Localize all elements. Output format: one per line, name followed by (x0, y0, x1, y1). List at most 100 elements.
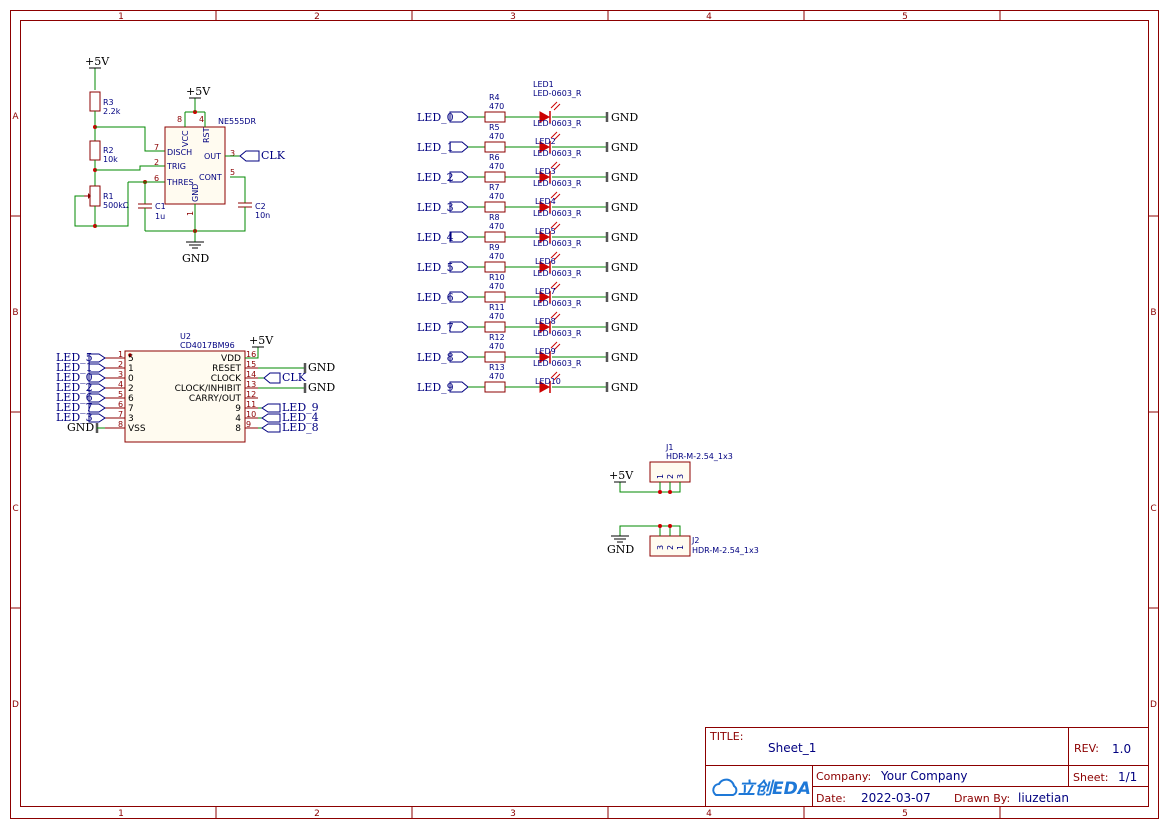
pin-name: RESET (212, 364, 241, 374)
col-label-top: 3 (510, 12, 516, 22)
net-label: LED_4 (282, 411, 319, 424)
gnd-label: GND (611, 171, 638, 184)
gnd-label: GND (308, 381, 335, 394)
gnd-label: GND (611, 351, 638, 364)
pin-trig: TRIG (166, 162, 186, 171)
resistor-ref: R10 (489, 273, 505, 282)
company-value: Your Company (880, 769, 968, 783)
gnd-label: GND (611, 261, 638, 274)
led-part: LED-0603_R (533, 89, 582, 98)
net-port (88, 393, 106, 403)
resistor (484, 381, 506, 393)
pin-name: 0 (128, 374, 134, 384)
r2-value: 10k (103, 155, 118, 164)
net-label: LED_2 (417, 171, 454, 184)
resistor-value: 470 (489, 102, 504, 111)
net-port (449, 141, 469, 153)
net-port (449, 321, 469, 333)
led-part: LED-0603_R (533, 239, 582, 248)
pin-number: 11 (246, 400, 256, 409)
led-part: LED-0603_R (533, 119, 582, 128)
net-port (449, 231, 469, 243)
net-port (261, 423, 281, 433)
net-label: LED_9 (282, 401, 319, 414)
net-port (449, 201, 469, 213)
c1-value: 1u (155, 212, 165, 221)
resistor-ref: R7 (489, 183, 500, 192)
led-diode (539, 351, 551, 363)
col-label-bottom: 5 (902, 809, 908, 819)
ic-ne555 (164, 126, 226, 205)
pin-name: VDD (221, 354, 241, 364)
gnd-label: GND (611, 291, 638, 304)
resistor (484, 231, 506, 243)
pin-gnd: GND (191, 184, 200, 202)
net-port (88, 413, 106, 423)
company-label: Company: (816, 770, 871, 783)
pinnum: 5 (230, 168, 235, 177)
led-part: LED-0603_R (533, 269, 582, 278)
resistor-r2 (89, 140, 101, 161)
drawing-frame: 1 2 3 4 5 1 2 3 4 5 A B C D B C D (10, 10, 1159, 819)
resistor-ref: R6 (489, 153, 500, 162)
ic-cd4017 (124, 350, 246, 443)
pin-name: 3 (128, 414, 134, 424)
led-ref: LED7 (535, 287, 556, 296)
net-port (88, 353, 106, 363)
svg-text:立创EDA: 立创EDA (738, 779, 811, 799)
net-label: CLK (282, 371, 307, 384)
drawn-label: Drawn By: (954, 792, 1010, 805)
power-symbol-5v: +5V (85, 55, 110, 90)
net-port (88, 403, 106, 413)
net-port (449, 261, 469, 273)
pin-number: 16 (246, 350, 256, 359)
r3-ref: R3 (103, 98, 114, 107)
resistor-r3 (89, 91, 101, 112)
capacitor-c2 (230, 176, 252, 214)
led-ref: LED5 (535, 227, 556, 236)
resistor-value: 470 (489, 252, 504, 261)
vcc-power-label: +5V (186, 85, 211, 98)
col-label-bottom: 2 (314, 809, 320, 819)
u2-part: CD4017BM96 (180, 341, 235, 350)
gnd-label: GND (611, 111, 638, 124)
net-label: LED_0 (417, 111, 454, 124)
j1-part: HDR-M-2.54_1x3 (666, 452, 733, 461)
ic-ref: NE555DR (218, 117, 256, 126)
led-ref: LED10 (535, 377, 561, 386)
resistor (484, 201, 506, 213)
frame-column-dividers (215, 10, 1001, 819)
col-label-top: 5 (902, 12, 908, 22)
u2-power-label: +5V (249, 334, 274, 347)
resistor-value: 470 (489, 192, 504, 201)
resistor-value: 470 (489, 372, 504, 381)
resistor (484, 261, 506, 273)
pin-number: 1 (118, 350, 123, 359)
r1-value: 500kΩ (103, 201, 129, 210)
title-value: Sheet_1 (768, 741, 816, 755)
pin-number: 13 (246, 380, 256, 389)
pin-number: 6 (118, 400, 123, 409)
col-label-bottom: 4 (706, 809, 712, 819)
pin-cont: CONT (199, 173, 222, 182)
resistor-ref: R13 (489, 363, 505, 372)
led-ref: LED8 (535, 317, 556, 326)
c2-value: 10n (255, 211, 270, 220)
pinnum: 6 (154, 174, 159, 183)
net-label: LED_6 (56, 391, 93, 404)
svg-text:2: 2 (666, 545, 675, 550)
rev-value: 1.0 (1112, 742, 1131, 756)
j1-ref: J1 (665, 443, 673, 452)
pinnum: 7 (154, 143, 159, 152)
gnd-label: GND (308, 361, 335, 374)
resistor-value: 470 (489, 342, 504, 351)
resistor-value: 470 (489, 312, 504, 321)
led-diode (539, 321, 551, 333)
date-label: Date: (816, 792, 846, 805)
net-label: LED_3 (417, 201, 454, 214)
pin-vcc: VCC (181, 130, 190, 147)
